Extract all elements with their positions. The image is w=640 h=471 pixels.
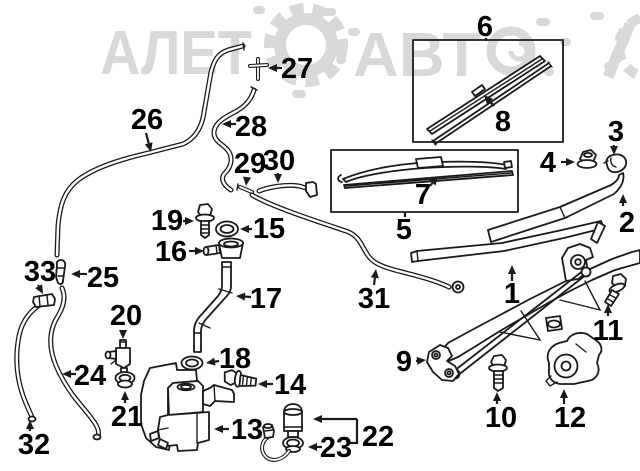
part-label-6: 6 bbox=[477, 11, 493, 43]
part-label-2: 2 bbox=[619, 207, 635, 239]
part-30-washer-hose bbox=[259, 181, 318, 198]
part-1-wiper-arm bbox=[410, 220, 606, 263]
bracket-22-line bbox=[349, 419, 359, 445]
part-12-wiper-motor bbox=[545, 331, 603, 387]
watermark-dashes bbox=[253, 6, 615, 98]
part-label-15: 15 bbox=[253, 213, 285, 245]
part-32-washer-hose bbox=[17, 304, 41, 423]
part-20-washer-pump bbox=[104, 339, 131, 374]
gear-icon bbox=[264, 3, 348, 87]
part-4-pivot-nut bbox=[576, 149, 598, 169]
part-label-10: 10 bbox=[485, 402, 517, 434]
part-label-23: 23 bbox=[320, 432, 352, 464]
part-label-27: 27 bbox=[281, 53, 313, 85]
part-label-20: 20 bbox=[110, 300, 142, 332]
part-label-16: 16 bbox=[155, 236, 187, 268]
part-15-oring bbox=[215, 220, 239, 238]
aleto-avto-watermark: АЛЕТ АВТ bbox=[100, 3, 640, 98]
part-10-linkage-bolt bbox=[488, 354, 508, 392]
watermark-text-right: АВТ bbox=[353, 21, 481, 90]
callout-box-5 bbox=[330, 149, 519, 213]
part-2-wiper-arm bbox=[487, 172, 625, 243]
part-label-12: 12 bbox=[554, 402, 586, 434]
part-7-wiper-blade-refill bbox=[337, 156, 514, 189]
swirl-o-icon bbox=[486, 26, 536, 76]
part-label-33: 33 bbox=[24, 256, 56, 288]
part-16-filler-neck bbox=[202, 237, 244, 259]
part-27-tee-connector bbox=[248, 57, 269, 81]
part-label-1: 1 bbox=[504, 278, 520, 310]
part-label-18: 18 bbox=[219, 343, 251, 375]
part-label-9: 9 bbox=[396, 346, 412, 378]
part-31-washer-hose bbox=[252, 195, 465, 294]
part-24-washer-hose bbox=[51, 288, 102, 441]
part-label-29: 29 bbox=[234, 148, 266, 180]
part-18-oring bbox=[180, 355, 204, 371]
part-33-hose-joint bbox=[32, 293, 56, 308]
part-label-5: 5 bbox=[396, 214, 412, 246]
part-label-22: 22 bbox=[362, 421, 394, 453]
part-13-washer-reservoir bbox=[140, 362, 235, 452]
part-label-17: 17 bbox=[250, 283, 282, 315]
part-label-21: 21 bbox=[111, 401, 143, 433]
part-label-3: 3 bbox=[608, 116, 624, 148]
part-29-hose-connector bbox=[236, 183, 254, 194]
part-3-pivot-cap bbox=[603, 153, 628, 174]
part-28-washer-hose bbox=[214, 86, 258, 190]
part-label-19: 19 bbox=[151, 205, 183, 237]
part-23-pump-grommet bbox=[282, 436, 304, 453]
part-26-washer-hose bbox=[57, 42, 244, 255]
part-14-reservoir-bolt bbox=[223, 369, 258, 388]
part-9-wiper-linkage bbox=[426, 243, 640, 382]
part-number-labels: 1234567891011121314151617181920212223242… bbox=[18, 11, 635, 464]
part-17-filler-tube bbox=[193, 261, 233, 353]
part-label-32: 32 bbox=[18, 429, 50, 461]
part-label-8: 8 bbox=[495, 106, 511, 138]
part-label-13: 13 bbox=[231, 414, 263, 446]
part-label-4: 4 bbox=[540, 147, 556, 179]
part-11-linkage-bolt bbox=[604, 273, 627, 307]
part-label-24: 24 bbox=[74, 360, 106, 392]
part-label-30: 30 bbox=[263, 145, 295, 177]
part-label-28: 28 bbox=[235, 111, 267, 143]
watermark-text-left: АЛЕТ bbox=[100, 19, 252, 88]
part-25-hose-joint bbox=[55, 259, 67, 285]
part-21-pump-grommet bbox=[114, 371, 136, 389]
part-label-25: 25 bbox=[87, 262, 119, 294]
part-22-washer-pump-kit bbox=[260, 403, 304, 462]
part-label-11: 11 bbox=[593, 315, 624, 347]
part-label-14: 14 bbox=[274, 369, 306, 401]
callout-box-6 bbox=[412, 39, 564, 146]
part-19-reservoir-bolt bbox=[195, 203, 215, 239]
part-8-wiper-blade bbox=[426, 55, 553, 146]
part-label-26: 26 bbox=[131, 104, 163, 136]
part-label-31: 31 bbox=[358, 283, 390, 315]
part-label-7: 7 bbox=[415, 179, 431, 211]
